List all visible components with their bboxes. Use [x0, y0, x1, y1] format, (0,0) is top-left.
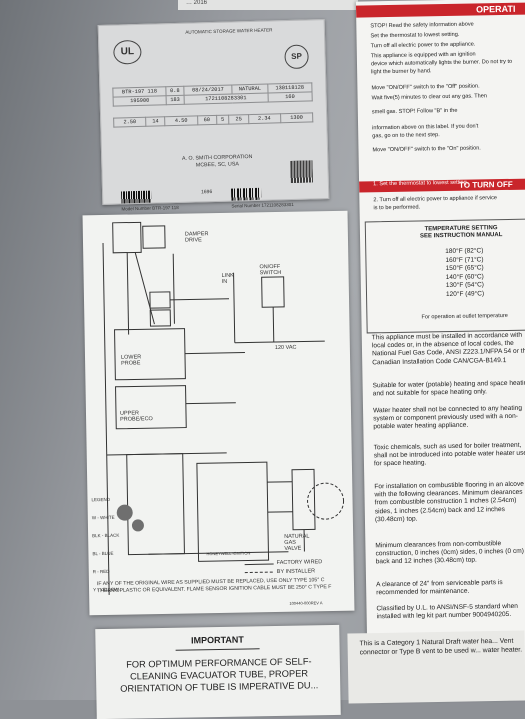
turn-off-line: is to be performed. [373, 204, 420, 212]
legend-item: W - WHITE [92, 515, 119, 521]
outlet-note: For operation at outlet temperature [421, 313, 508, 322]
instruction-line: information above on this label. If you … [372, 123, 478, 132]
honeywell-label: HONEYWELL IGNITION [206, 550, 250, 557]
important-label: IMPORTANT FOR OPTIMUM PERFORMANCE OF SEL… [95, 625, 341, 719]
rating-row: 2.50 14 4.50 60 5 25 2.34 1300 [114, 113, 313, 127]
category-body: This is a Category 1 Natural Draft water… [360, 636, 525, 657]
link-label: LINK IN [222, 273, 234, 285]
upper-probe-label: UPPER PROBE/ECO [120, 410, 153, 423]
cell: 160 [268, 92, 313, 102]
cell: 60 [197, 115, 216, 124]
cell: 5 [216, 115, 229, 124]
csa-logo: SP [284, 44, 309, 69]
ul-listed-logo: UL [113, 40, 142, 65]
instruction-line: gas, go on to the next step. [372, 132, 440, 140]
cell: 2.50 [114, 117, 146, 127]
temp-setting: 180°F (82°C) [445, 247, 483, 256]
cell: 0.8 [166, 86, 184, 95]
part-number: 100440-000REV A [289, 600, 322, 607]
temp-setting: 150°F (65°C) [446, 265, 484, 274]
combustible-clearance-para: For installation on combustible flooring… [374, 481, 525, 525]
rating-plate: UL AUTOMATIC STORAGE WATER HEATER SP BTR… [98, 19, 330, 205]
lower-probe-label: LOWER PROBE [121, 354, 141, 366]
legend-item: BL - BLUE [92, 551, 119, 557]
instruction-line: device which automatically lights the bu… [371, 59, 512, 69]
connection-para: Water heater shall not be connected to a… [373, 405, 525, 432]
temperature-list: 180°F (82°C) 160°F (71°C) 150°F (65°C) 1… [445, 247, 484, 299]
legend-title: LEGEND [91, 497, 118, 503]
instruction-line: Wait five(5) minutes to clear out any ga… [372, 93, 487, 102]
plate-code: 1696 [201, 189, 212, 195]
cell: 4.50 [165, 116, 197, 126]
top-strip-text: … 2016 [186, 0, 207, 6]
cell: 183 [166, 95, 184, 104]
factory-wired-label: FACTORY WIRED [277, 559, 323, 566]
instruction-line: Move "ON/OFF" switch to the "Off" positi… [371, 83, 479, 92]
operating-header: OPERATI [356, 0, 525, 17]
onoff-label: ON/OFF SWITCH [259, 264, 281, 276]
legend-item: R - RED [93, 569, 120, 575]
category-label: This is a Category 1 Natural Draft water… [347, 630, 525, 703]
instruction-line: Move "ON/OFF" switch to the "On" positio… [372, 145, 480, 154]
rating-table-2: 2.50 14 4.50 60 5 25 2.34 1300 [113, 112, 313, 127]
wiring-diagram: DAMPER DRIVE LINK IN ON/OFF SWITCH LOWER… [83, 211, 355, 616]
manufacturer-location: MCBEE, SC, USA [162, 160, 272, 170]
cell: 25 [229, 115, 248, 124]
suitability-para: Suitable for water (potable) heating and… [373, 380, 525, 399]
cell: 1721108283301 [184, 93, 268, 104]
instruction-line: smell gas. STOP! Follow "B" in the [372, 108, 458, 117]
service-clearance-para: A clearance of 24" from serviceable part… [376, 579, 525, 598]
important-title: IMPORTANT [95, 633, 339, 647]
instruction-line: Set the thermostat to lowest setting. [370, 32, 459, 41]
manufacturer: A. O. SMITH CORPORATION MCBEE, SC, USA [162, 153, 272, 170]
plate-header: AUTOMATIC STORAGE WATER HEATER [169, 27, 289, 36]
noncombustible-clearance-para: Minimum clearances from non-combustible … [375, 540, 525, 567]
important-body: FOR OPTIMUM PERFORMANCE OF SELF-CLEANING… [106, 655, 333, 695]
temperature-title: TEMPERATURE SETTING SEE INSTRUCTION MANU… [420, 225, 503, 241]
barcode-icon [121, 191, 151, 204]
install-code-para: This appliance must be installed in acco… [372, 332, 525, 368]
damper-label: DAMPER DRIVE [185, 231, 209, 243]
legend-item: BLK - BLACK [92, 533, 119, 539]
cell: 195900 [113, 96, 166, 106]
instruction-line: STOP! Read the safety information above [370, 22, 474, 31]
instruction-line: Turn off all electric power to the appli… [371, 42, 476, 51]
turn-off-line: 2. Turn off all electric power to applia… [373, 195, 497, 204]
barcode-icon [231, 188, 261, 201]
top-label-strip: … 2016 [178, 0, 358, 10]
rating-table: BTR-197 118 0.8 08/24/2017 NATURAL 13011… [112, 82, 312, 106]
temp-setting: 120°F (49°C) [446, 290, 484, 299]
operating-instructions-label: OPERATI STOP! Read the safety informatio… [356, 0, 525, 701]
toxic-chemicals-para: Toxic chemicals, such as used for boiler… [374, 442, 525, 469]
cell: 14 [146, 117, 165, 126]
voltage-label: 120 VAC [275, 345, 297, 351]
classification-para: Classified by U.L. to ANSI/NSF-5 standar… [376, 603, 525, 622]
qr-code-icon [290, 160, 313, 183]
installer-label: BY INSTALLER [277, 568, 315, 575]
cell: 1300 [280, 113, 312, 123]
instruction-line: light the burner by hand. [371, 68, 431, 76]
gas-valve-label: NATURAL GAS VALVE [284, 533, 310, 551]
cell: 2.34 [248, 114, 280, 124]
title-rule [176, 648, 260, 650]
